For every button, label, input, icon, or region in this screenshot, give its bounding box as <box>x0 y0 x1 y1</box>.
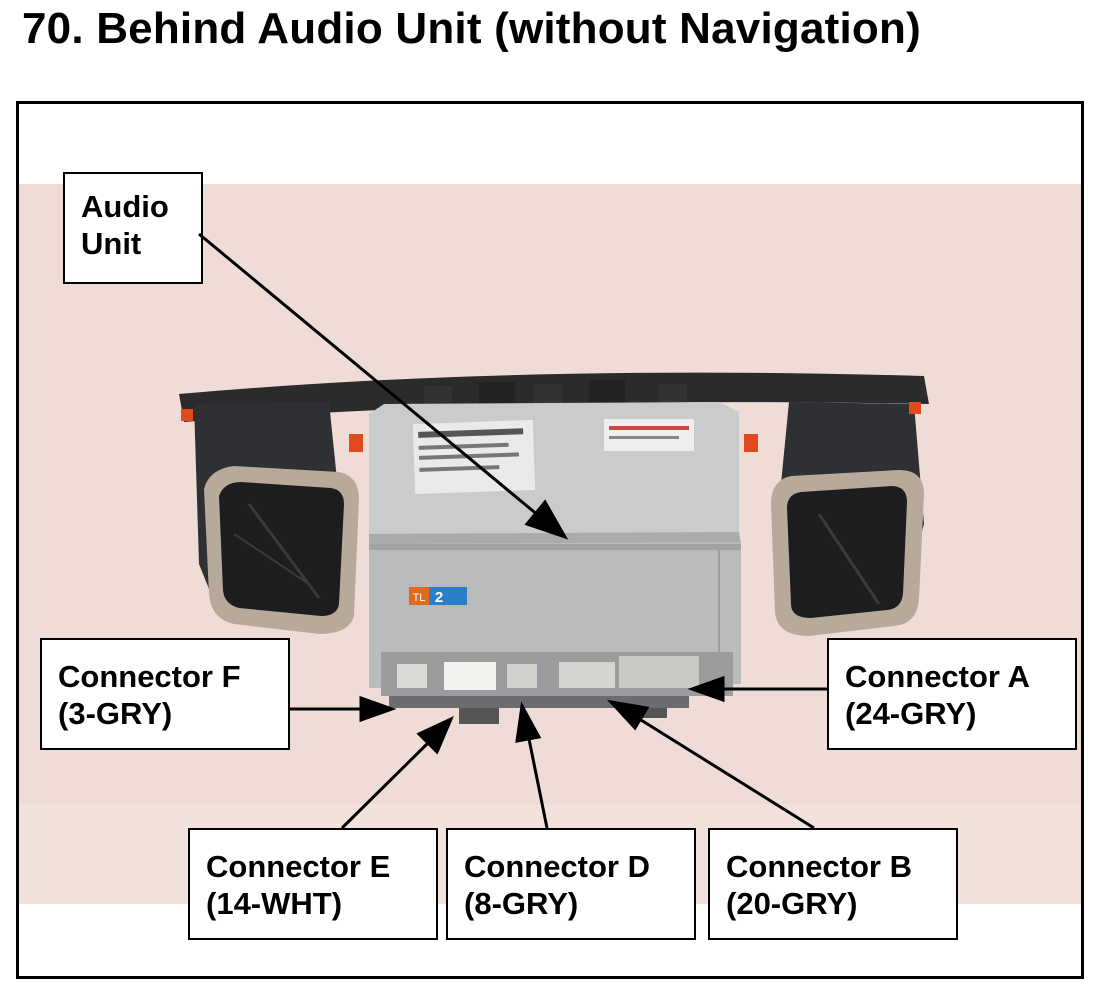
callout-connector-d-line2: (8-GRY) <box>464 886 579 921</box>
leader-arrows <box>198 232 827 830</box>
connector-b-leader <box>640 718 815 830</box>
callout-audio-unit-line1: Audio <box>81 189 169 224</box>
audio-unit-photo: TL 2 <box>19 104 1081 976</box>
callout-connector-f-line2: (3-GRY) <box>58 696 173 731</box>
callout-connector-b-line1: Connector B <box>726 849 912 884</box>
callout-connector-a: Connector A (24-GRY) <box>827 638 1077 750</box>
callout-connector-b: Connector B (20-GRY) <box>708 828 958 940</box>
callout-connector-d: Connector D (8-GRY) <box>446 828 696 940</box>
callout-connector-a-line1: Connector A <box>845 659 1030 694</box>
connector-f-arrowhead <box>359 695 397 723</box>
connector-a-arrowhead <box>687 675 725 703</box>
callout-connector-e-line1: Connector E <box>206 849 391 884</box>
unit-badge-text: TL <box>413 592 426 604</box>
connector-b-arrowhead <box>606 699 650 731</box>
callout-connector-e: Connector E (14-WHT) <box>188 828 438 940</box>
callout-connector-a-line2: (24-GRY) <box>845 696 977 731</box>
figure-frame: TL 2 Audio Unit Connector F (3-GRY) Conn… <box>16 101 1084 979</box>
audio-unit-leader <box>198 232 540 518</box>
callout-connector-f: Connector F (3-GRY) <box>40 638 290 750</box>
page-title: 70. Behind Audio Unit (without Navigatio… <box>22 4 921 53</box>
unit-badge-number: 2 <box>435 589 443 606</box>
connector-e-leader <box>340 742 429 830</box>
callout-connector-b-line2: (20-GRY) <box>726 886 858 921</box>
connector-d-leader <box>527 738 549 829</box>
connector-d-arrowhead <box>515 701 542 743</box>
callout-audio-unit-line2: Unit <box>81 226 142 261</box>
callout-connector-f-line1: Connector F <box>58 659 241 694</box>
audio-unit-arrowhead <box>524 499 569 540</box>
callout-connector-d-line1: Connector D <box>464 849 650 884</box>
connector-e-arrowhead <box>416 715 454 755</box>
callout-connector-e-line2: (14-WHT) <box>206 886 343 921</box>
callout-audio-unit: Audio Unit <box>63 172 203 284</box>
